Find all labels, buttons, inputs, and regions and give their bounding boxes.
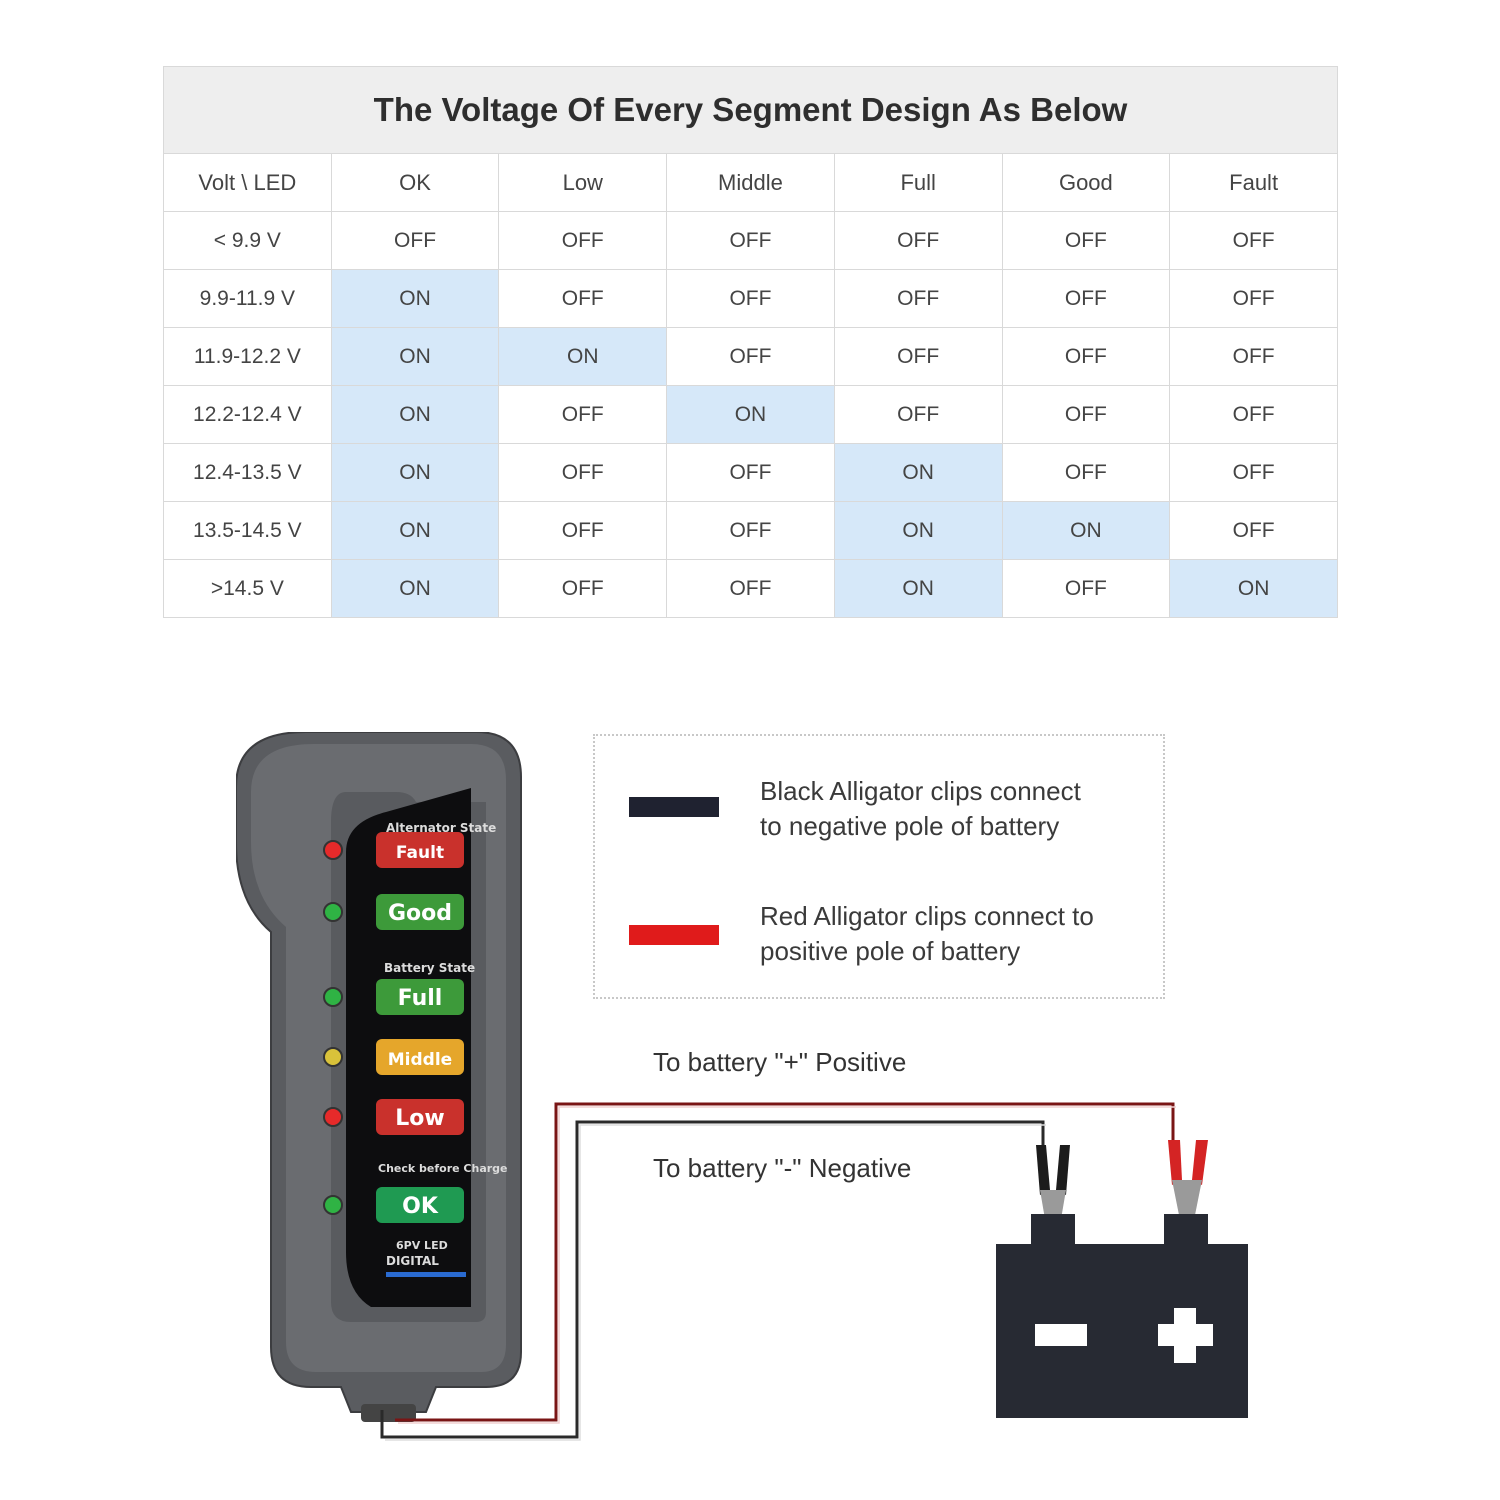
column-header-middle: Middle <box>666 153 835 212</box>
led-state-cell: ON <box>833 501 1003 560</box>
led-indicator-good <box>323 902 343 922</box>
led-indicator-middle <box>323 1047 343 1067</box>
led-state-cell: OFF <box>498 211 668 270</box>
brand-line-2: DIGITAL <box>386 1254 439 1268</box>
row-voltage-label: 9.9-11.9 V <box>163 269 332 328</box>
row-voltage-label: 12.2-12.4 V <box>163 385 332 444</box>
led-label-badge-full <box>376 979 464 1015</box>
led-state-cell: ON <box>330 269 500 328</box>
column-header-good: Good <box>1001 153 1171 212</box>
row-voltage-label: 11.9-12.2 V <box>163 327 332 386</box>
led-state-cell: OFF <box>666 269 835 328</box>
led-state-cell: ON <box>1001 501 1171 560</box>
row-voltage-label: 12.4-13.5 V <box>163 443 332 502</box>
column-header-low: Low <box>498 153 668 212</box>
brand-stripe <box>386 1272 466 1277</box>
led-state-cell: OFF <box>833 211 1003 270</box>
battery-icon <box>996 1214 1248 1418</box>
led-label-badge-ok <box>376 1187 464 1223</box>
column-header-full: Full <box>833 153 1003 212</box>
led-state-cell: ON <box>1169 559 1338 618</box>
led-state-cell: OFF <box>666 559 835 618</box>
led-state-cell: OFF <box>498 443 668 502</box>
led-state-cell: ON <box>666 385 835 444</box>
led-state-cell: OFF <box>1001 443 1171 502</box>
led-label-badge-good <box>376 894 464 930</box>
black-legend-line1: Black Alligator clips connect <box>760 776 1081 806</box>
column-header-fault: Fault <box>1169 153 1338 212</box>
battery-plus-icon-v <box>1174 1308 1196 1363</box>
battery-tester-device: Alternator State Battery State Check bef… <box>236 732 522 1422</box>
led-label-badge-low <box>376 1099 464 1135</box>
red-clip-legend-text: Red Alligator clips connect to positive … <box>760 899 1140 969</box>
led-state-cell: OFF <box>1001 327 1171 386</box>
led-state-cell: OFF <box>1169 443 1338 502</box>
red-clip-swatch <box>629 925 719 945</box>
voltage-segment-table: The Voltage Of Every Segment Design As B… <box>163 66 1338 618</box>
led-indicator-full <box>323 987 343 1007</box>
led-state-cell: ON <box>498 327 668 386</box>
led-state-cell: OFF <box>498 385 668 444</box>
led-state-cell: OFF <box>1169 501 1338 560</box>
led-state-cell: OFF <box>1001 385 1171 444</box>
red-legend-line1: Red Alligator clips connect to <box>760 901 1094 931</box>
row-voltage-label: 13.5-14.5 V <box>163 501 332 560</box>
section-battery-label: Battery State <box>384 961 475 975</box>
led-label-text-low: Low <box>395 1106 444 1131</box>
led-label-badge-middle <box>376 1039 464 1075</box>
negative-wire-label: To battery "-" Negative <box>653 1153 912 1183</box>
led-label-text-middle: Middle <box>388 1050 452 1070</box>
led-state-cell: ON <box>330 443 500 502</box>
led-indicator-ok <box>323 1195 343 1215</box>
section-alternator-label: Alternator State <box>386 821 496 835</box>
clip-legend: Black Alligator clips connect to negativ… <box>593 734 1165 999</box>
led-state-cell: OFF <box>1169 269 1338 328</box>
black-clip-legend-text: Black Alligator clips connect to negativ… <box>760 774 1140 844</box>
led-label-text-ok: OK <box>402 1194 439 1219</box>
led-state-cell: OFF <box>1001 559 1171 618</box>
section-check-label: Check before Charge <box>378 1162 508 1175</box>
led-indicator-fault <box>323 840 343 860</box>
row-voltage-label: >14.5 V <box>163 559 332 618</box>
led-state-cell: ON <box>330 327 500 386</box>
led-state-cell: ON <box>330 559 500 618</box>
table-title: The Voltage Of Every Segment Design As B… <box>163 66 1338 154</box>
brand-line-1: 6PV LED <box>396 1239 448 1252</box>
negative-wire <box>380 1120 1045 1439</box>
led-state-cell: OFF <box>330 211 500 270</box>
led-state-cell: OFF <box>666 327 835 386</box>
black-clip-swatch <box>629 797 719 817</box>
battery-positive-terminal <box>1164 1214 1208 1246</box>
led-label-badge-fault <box>376 832 464 868</box>
positive-wire <box>395 1102 1175 1422</box>
battery-minus-icon <box>1035 1324 1087 1346</box>
led-state-cell: ON <box>330 501 500 560</box>
led-state-cell: OFF <box>498 559 668 618</box>
led-state-cell: OFF <box>666 211 835 270</box>
led-state-cell: ON <box>330 385 500 444</box>
black-legend-line2: to negative pole of battery <box>760 811 1060 841</box>
led-label-text-full: Full <box>398 986 443 1011</box>
led-state-cell: OFF <box>498 501 668 560</box>
battery-negative-terminal <box>1031 1214 1075 1246</box>
led-indicator-low <box>323 1107 343 1127</box>
positive-wire-label: To battery "+" Positive <box>653 1047 907 1077</box>
led-state-cell: OFF <box>1169 327 1338 386</box>
led-state-cell: OFF <box>1001 211 1171 270</box>
led-state-cell: OFF <box>833 385 1003 444</box>
red-legend-line2: positive pole of battery <box>760 936 1021 966</box>
led-label-text-good: Good <box>388 901 452 926</box>
led-state-cell: OFF <box>833 327 1003 386</box>
led-label-text-fault: Fault <box>396 843 444 863</box>
